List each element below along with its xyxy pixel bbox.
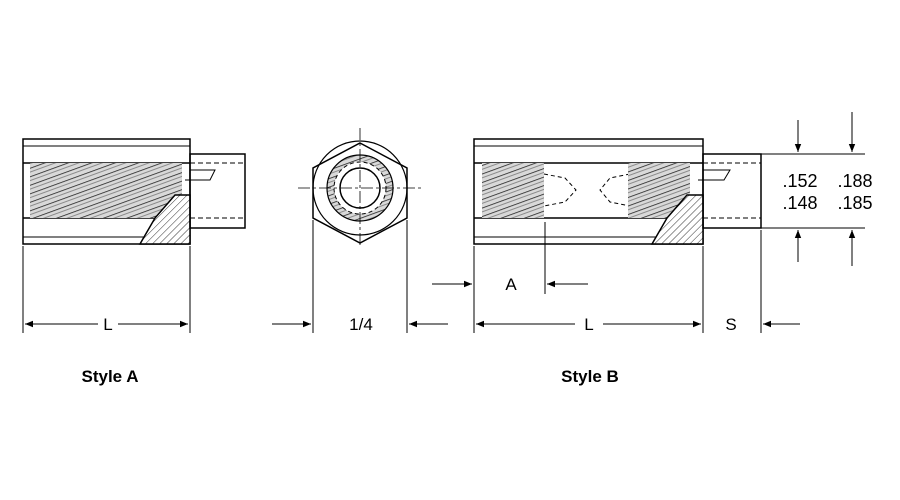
hex-size-label: 1/4 [349, 315, 373, 334]
style-b-left-thread [482, 163, 544, 218]
style-a-internal-thread [30, 163, 182, 218]
style-b-caption: Style B [561, 367, 619, 386]
style-b-view [473, 138, 762, 245]
style-a-caption: Style A [81, 367, 138, 386]
diameter-lower-2: .185 [837, 193, 872, 213]
diameter-upper-2: .188 [837, 171, 872, 191]
diameter-upper-1: .152 [782, 171, 817, 191]
style-a-stud [189, 153, 246, 229]
style-b-stud [702, 153, 762, 229]
style-b-section-hatch [650, 194, 704, 245]
hex-dimension [272, 220, 448, 333]
thread-depth-label: A [505, 275, 517, 294]
stud-length-label: S [725, 315, 736, 334]
style-a-dimension [22, 246, 191, 333]
style-a-view [22, 138, 246, 245]
diameter-lower-1: .148 [782, 193, 817, 213]
hex-end-view [298, 128, 422, 248]
style-a-length-label: L [103, 315, 112, 334]
style-b-dimensions [432, 112, 865, 333]
style-b-length-label: L [584, 315, 593, 334]
style-a-section-hatch [138, 194, 191, 245]
